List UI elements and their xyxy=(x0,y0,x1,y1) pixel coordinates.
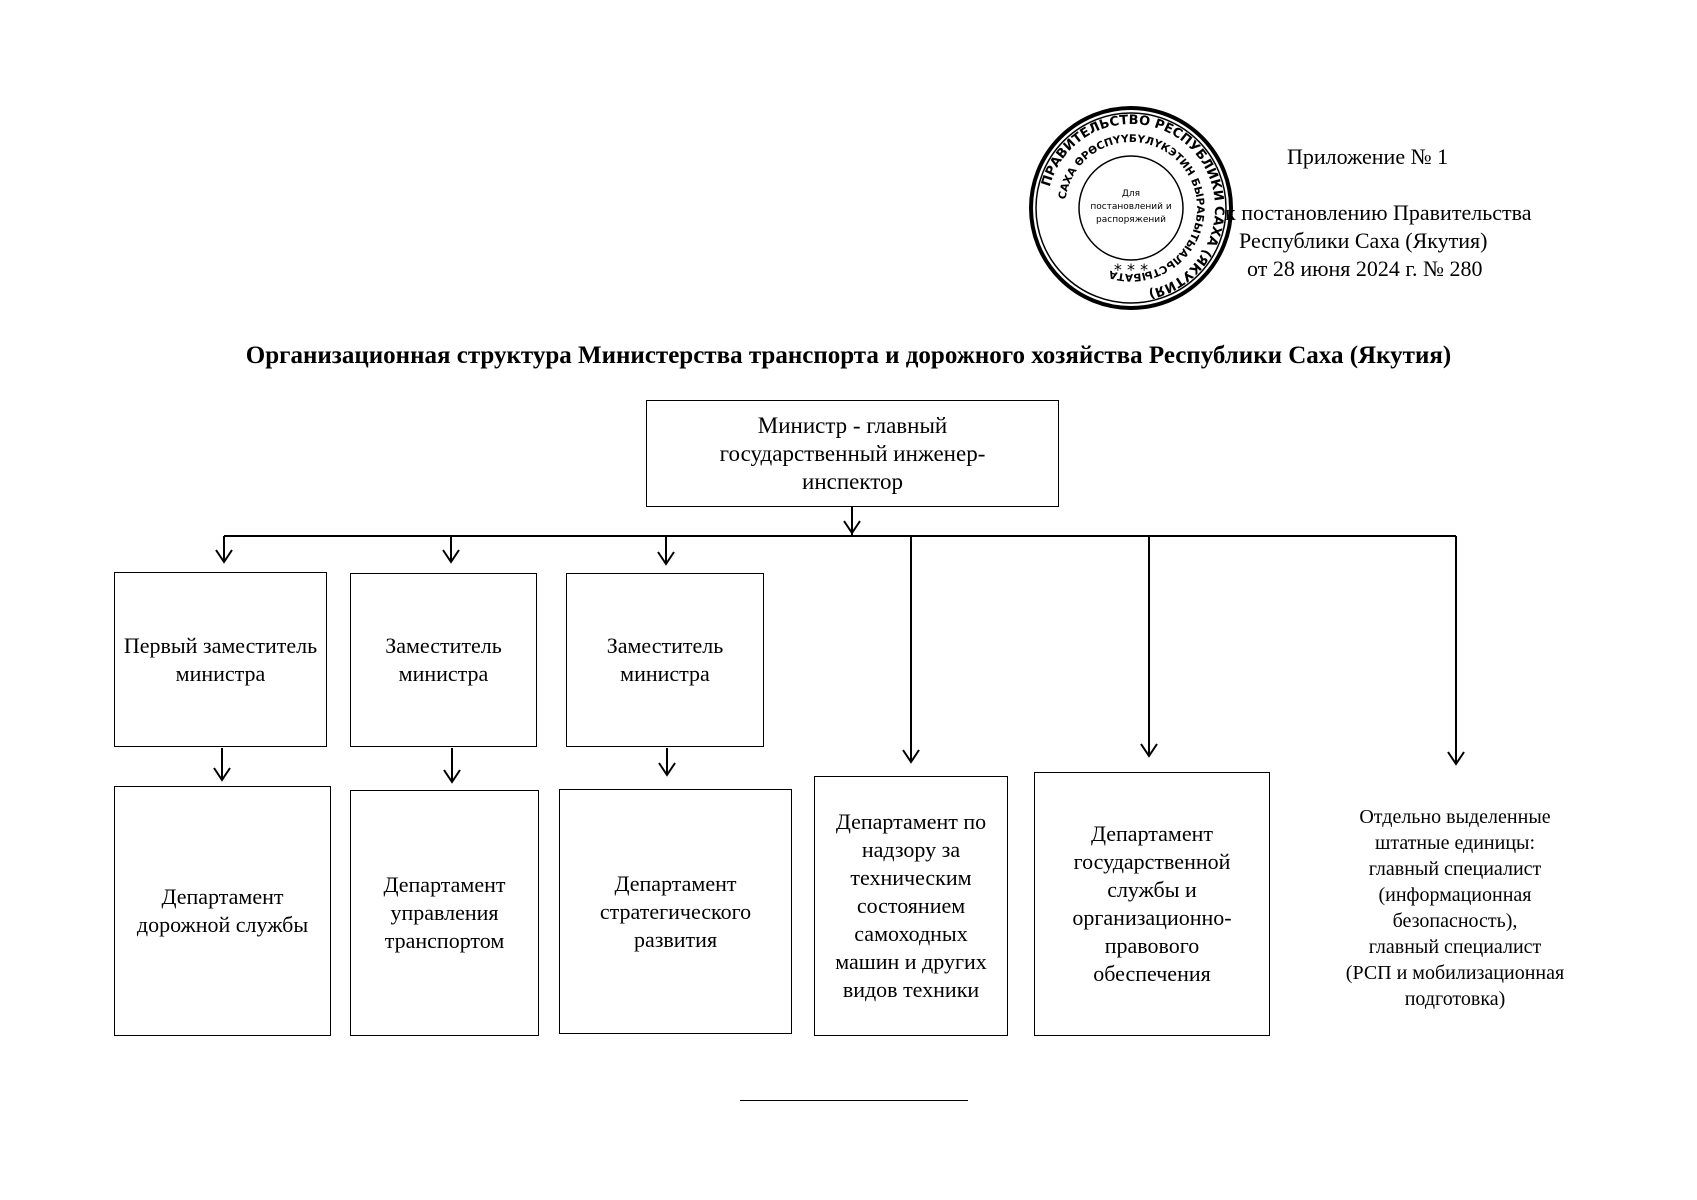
deputy-box-2: Заместитель министра xyxy=(350,573,537,747)
appendix-line-4: от 28 июня 2024 г. № 280 xyxy=(1247,256,1483,281)
minister-label: Министр - главный государственный инжене… xyxy=(719,412,986,494)
separate-units: Отдельно выделенные штатные единицы: гла… xyxy=(1305,800,1605,1016)
separate-units-line-4: (информационная xyxy=(1378,884,1532,906)
deputy-label-3: Заместитель министра xyxy=(606,633,724,686)
deputy-label-1: Первый заместитель министра xyxy=(123,632,318,686)
separate-units-line-3: главный специалист xyxy=(1368,858,1542,880)
department-box-strategic: Департамент стратегического развития xyxy=(559,789,792,1034)
department-label-2: Департамент управления транспортом xyxy=(383,872,506,953)
department-box-transport: Департамент управления транспортом xyxy=(350,790,539,1036)
separate-units-line-6: главный специалист xyxy=(1368,936,1542,958)
department-label-5: Департамент государственной службы и орг… xyxy=(1072,821,1232,986)
deputy-box-1: Первый заместитель министра xyxy=(114,572,327,747)
department-label-4: Департамент по надзору за техническим со… xyxy=(835,809,987,1002)
department-label-3: Департамент стратегического развития xyxy=(599,870,752,952)
page-title: Организационная структура Министерства т… xyxy=(245,342,1452,369)
deputy-label-2: Заместитель министра xyxy=(385,633,502,686)
appendix-line-3: Республики Саха (Якутия) xyxy=(1239,228,1488,253)
department-box-civil-service: Департамент государственной службы и орг… xyxy=(1034,772,1270,1036)
official-seal: ПРАВИТЕЛЬСТВО РЕСПУБЛИКИ САХА (ЯКУТИЯ) С… xyxy=(1029,106,1233,310)
appendix-line-1: Приложение № 1 xyxy=(1287,144,1449,169)
seal-stars: * * * xyxy=(1114,260,1148,279)
separate-units-line-2: штатные единицы: xyxy=(1374,832,1536,854)
separate-units-line-1: Отдельно выделенные xyxy=(1359,806,1551,828)
separate-units-line-8: подготовка) xyxy=(1404,988,1506,1010)
seal-center-line-3: распоряжений xyxy=(1096,215,1166,225)
bottom-divider xyxy=(740,1100,968,1101)
seal-center-line-2: постановлений и xyxy=(1090,202,1172,212)
deputy-box-3: Заместитель министра xyxy=(566,573,764,747)
appendix-line-2: к постановлению Правительства xyxy=(1225,200,1532,225)
separate-units-line-5: безопасность), xyxy=(1392,910,1518,932)
separate-units-line-7: (РСП и мобилизационная xyxy=(1345,962,1565,984)
minister-box: Министр - главный государственный инжене… xyxy=(646,400,1059,507)
department-box-road-service: Департамент дорожной службы xyxy=(114,786,331,1036)
department-label-1: Департамент дорожной службы xyxy=(136,884,309,937)
seal-center-line-1: Для xyxy=(1122,189,1140,199)
department-box-supervision: Департамент по надзору за техническим со… xyxy=(814,776,1008,1036)
